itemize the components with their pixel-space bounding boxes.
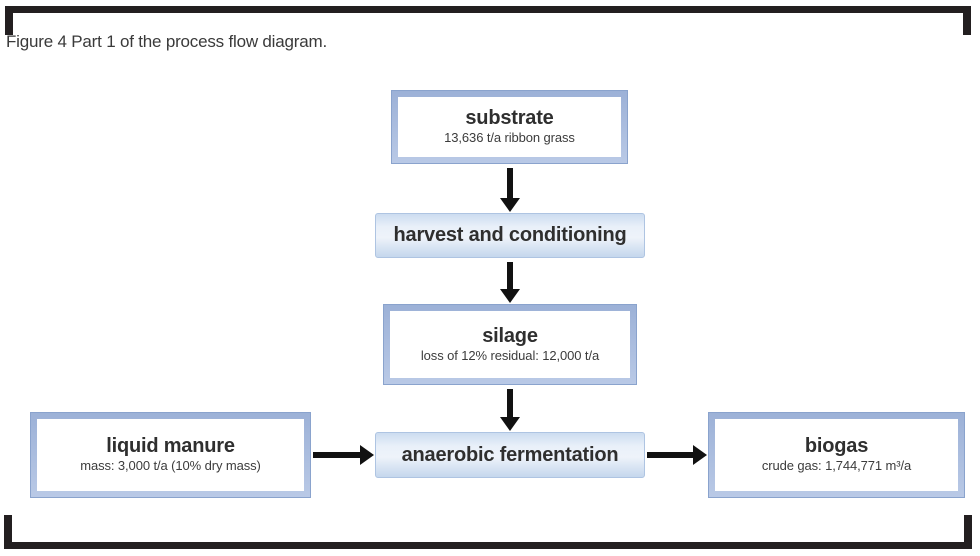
node-liquid-manure-title: liquid manure: [106, 435, 235, 458]
arrow-head-down-icon: [500, 289, 520, 303]
arrow-shaft: [647, 452, 693, 458]
node-harvest-title: harvest and conditioning: [393, 224, 627, 246]
frame-top-left-tick: [5, 6, 13, 35]
arrow-silage-to-fermentation: [500, 389, 520, 431]
arrow-shaft: [313, 452, 360, 458]
node-liquid-manure-subtitle: mass: 3,000 t/a (10% dry mass): [80, 458, 261, 474]
node-silage-title: silage: [482, 324, 538, 347]
node-liquid-manure-body: liquid manure mass: 3,000 t/a (10% dry m…: [37, 419, 304, 491]
node-harvest-body: harvest and conditioning: [376, 214, 644, 257]
node-fermentation-title: anaerobic fermentation: [401, 443, 619, 466]
node-biogas-subtitle: crude gas: 1,744,771 m³/a: [761, 458, 912, 474]
node-silage-body: silage loss of 12% residual: 12,000 t/a: [390, 311, 630, 378]
arrow-fermentation-to-biogas: [647, 445, 707, 465]
node-liquid-manure: liquid manure mass: 3,000 t/a (10% dry m…: [30, 412, 311, 498]
node-substrate-body: substrate 13,636 t/a ribbon grass: [398, 97, 621, 157]
frame-top-right-tick: [963, 6, 971, 35]
figure-caption: Figure 4 Part 1 of the process flow diag…: [6, 32, 327, 51]
node-anaerobic-fermentation: anaerobic fermentation: [375, 432, 645, 478]
frame-bottom-right-tick: [964, 515, 972, 549]
node-fermentation-body: anaerobic fermentation: [376, 433, 644, 477]
arrow-shaft: [507, 168, 513, 198]
arrow-head-down-icon: [500, 198, 520, 212]
frame-bottom-line: [4, 542, 972, 549]
node-substrate-title: substrate: [465, 107, 554, 130]
arrow-shaft: [507, 389, 513, 417]
arrow-substrate-to-harvest: [500, 168, 520, 212]
node-substrate-subtitle: 13,636 t/a ribbon grass: [444, 130, 575, 146]
arrow-shaft: [507, 262, 513, 289]
frame-top-line: [5, 6, 971, 13]
node-biogas: biogas crude gas: 1,744,771 m³/a: [708, 412, 965, 498]
arrow-head-down-icon: [500, 417, 520, 431]
arrow-manure-to-fermentation: [313, 445, 374, 465]
node-harvest-and-conditioning: harvest and conditioning: [375, 213, 645, 258]
frame-bottom-left-tick: [4, 515, 12, 549]
arrow-head-right-icon: [693, 445, 707, 465]
node-biogas-title: biogas: [804, 435, 869, 458]
node-biogas-body: biogas crude gas: 1,744,771 m³/a: [715, 419, 958, 491]
node-substrate: substrate 13,636 t/a ribbon grass: [391, 90, 628, 164]
node-silage: silage loss of 12% residual: 12,000 t/a: [383, 304, 637, 385]
node-silage-subtitle: loss of 12% residual: 12,000 t/a: [420, 347, 600, 363]
arrow-head-right-icon: [360, 445, 374, 465]
arrow-harvest-to-silage: [500, 262, 520, 303]
